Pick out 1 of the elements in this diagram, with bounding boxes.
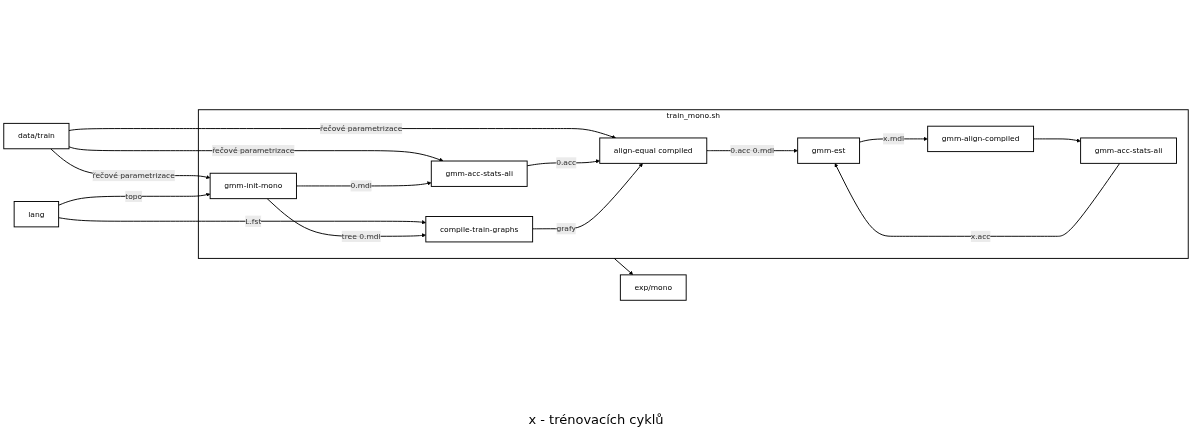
note-text: x - trénovacích cyklů: [528, 412, 664, 427]
